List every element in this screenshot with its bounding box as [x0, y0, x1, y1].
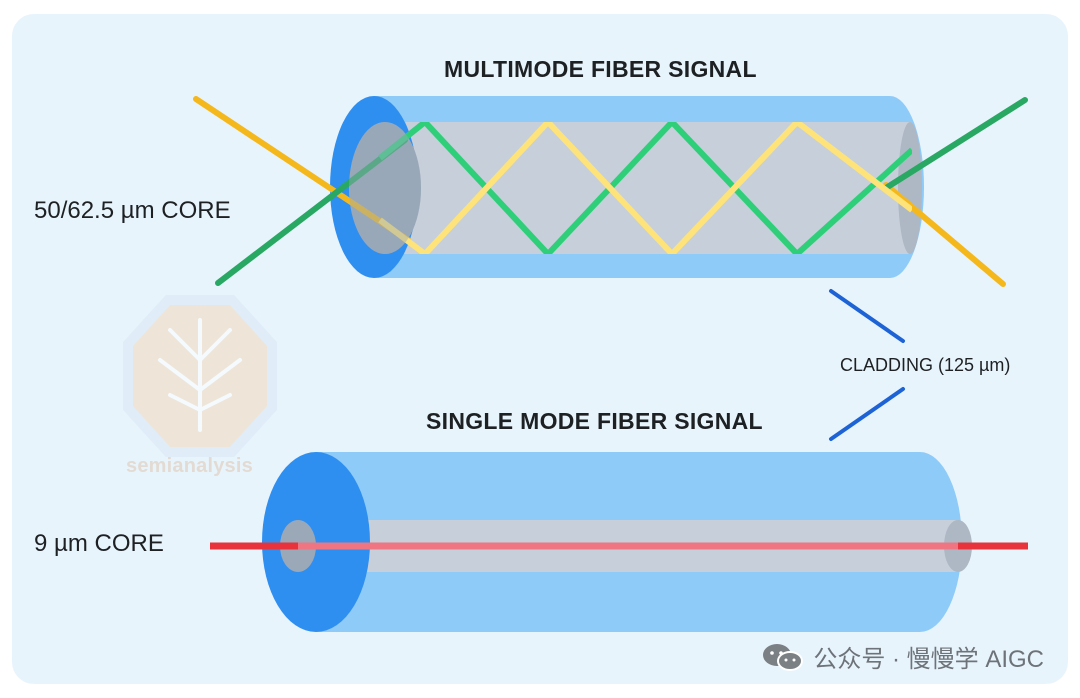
single-mode-fiber [210, 452, 1028, 632]
wechat-icon [763, 643, 804, 671]
watermark-logo [123, 295, 277, 457]
watermark-text: semianalysis [126, 455, 253, 477]
cladding-pointer-top [829, 289, 905, 343]
multimode-title: MULTIMODE FIBER SIGNAL [444, 56, 757, 82]
single-mode-core-label: 9 µm CORE [34, 530, 164, 557]
cladding-pointer-bottom [829, 387, 905, 441]
multimode-fiber [193, 96, 1028, 287]
footer: 公众号 · 慢慢学 AIGC [761, 639, 1044, 674]
single-mode-title: SINGLE MODE FIBER SIGNAL [426, 408, 763, 434]
ray-green-outside-right [883, 97, 1028, 191]
multimode-core-label: 50/62.5 µm CORE [34, 197, 231, 224]
multimode-core-end [349, 122, 421, 254]
footer-text: 公众号 · 慢慢学 AIGC [813, 646, 1044, 673]
ray-yellow-outside-left [193, 96, 411, 243]
cladding-label: CLADDING (125 µm) [840, 355, 1011, 375]
single-mode-cladding-end [262, 452, 370, 632]
ray-yellow-inside [378, 122, 912, 254]
ray-green-outside-left [215, 137, 408, 286]
multimode-core [380, 122, 910, 254]
